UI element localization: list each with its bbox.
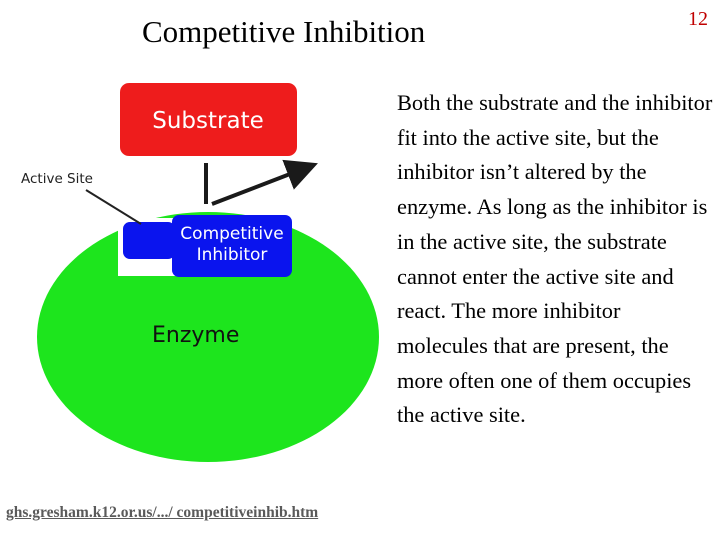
inhibitor-label-line1: Competitive (180, 224, 283, 244)
arrow-rejected (211, 159, 318, 206)
slide-body-text: Both the substrate and the inhibitor fit… (397, 90, 713, 428)
slide-number: 12 (688, 8, 708, 30)
slide-title: Competitive Inhibition (142, 14, 426, 49)
substrate-label: Substrate (152, 108, 264, 134)
active-site-block (123, 222, 175, 259)
substrate-shape (120, 83, 297, 156)
inhibitor-label-line2: Inhibitor (197, 245, 268, 265)
source-link[interactable]: ghs.gresham.k12.or.us/.../ competitivein… (6, 504, 319, 521)
enzyme-label: Enzyme (152, 323, 239, 348)
inhibitor-shape (172, 215, 292, 277)
active-site-label: Active Site (21, 171, 93, 187)
active-site-pointer (85, 189, 142, 225)
